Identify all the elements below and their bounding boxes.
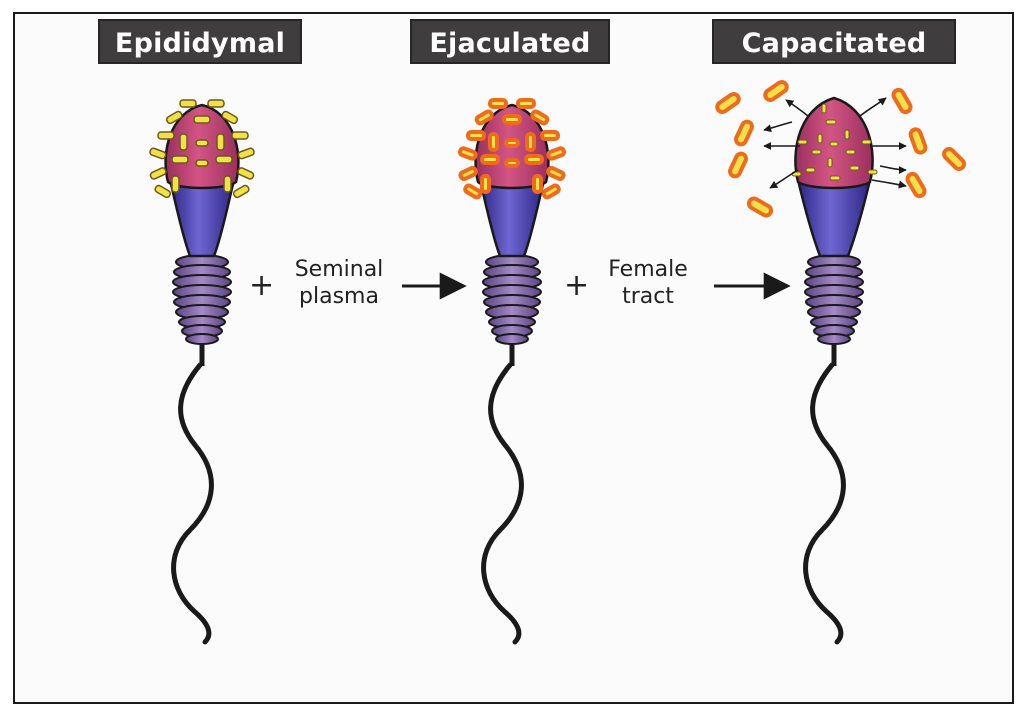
tail <box>806 365 844 642</box>
stage-label-epididymal: Epididymal <box>98 19 302 64</box>
plus-sign-1: + <box>249 271 274 301</box>
agent-line-2: tract <box>598 283 698 310</box>
stage-label-ejaculated: Ejaculated <box>410 19 610 64</box>
agent-line-2: plasma <box>284 283 394 310</box>
neck-rings <box>173 255 231 366</box>
agent-line-1: Female <box>598 256 698 283</box>
neck-rings <box>483 255 541 366</box>
neck-rings <box>805 255 863 366</box>
stage-label-capacitated: Capacitated <box>712 19 956 64</box>
agent-line-1: Seminal <box>284 256 394 283</box>
tail <box>484 365 522 642</box>
agent-female-tract: Female tract <box>598 256 698 310</box>
sperm-ejaculated <box>459 100 565 642</box>
plus-sign-2: + <box>564 271 589 301</box>
agent-seminal-plasma: Seminal plasma <box>284 256 394 310</box>
sperm-epididymal <box>149 100 255 642</box>
tail <box>174 365 212 642</box>
midpiece <box>798 180 870 256</box>
sperm-capacitated <box>715 80 966 642</box>
